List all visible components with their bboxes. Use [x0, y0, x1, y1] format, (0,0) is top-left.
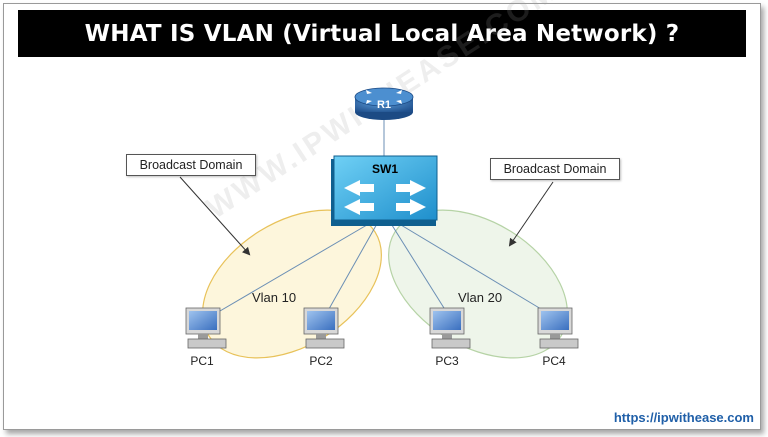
link-sw1-pc1: [207, 221, 373, 319]
pc-label-2: PC2: [309, 354, 333, 368]
callout-right-text: Broadcast Domain: [503, 162, 607, 176]
page-title: WHAT IS VLAN (Virtual Local Area Network…: [18, 10, 746, 57]
website-link[interactable]: https://ipwithease.com: [613, 410, 754, 425]
broadcast-domain-callout-left: Broadcast Domain: [126, 154, 256, 176]
callout-right-arrow: [508, 181, 554, 247]
pc-icon-4[interactable]: [537, 307, 579, 349]
switch-icon[interactable]: [331, 155, 438, 226]
switch-label: SW1: [371, 162, 399, 176]
callout-left-arrow: [179, 176, 251, 256]
network-links: [207, 118, 557, 319]
pc-icon-3[interactable]: [429, 307, 471, 349]
link-sw1-pc2: [324, 221, 379, 317]
callout-left-text: Broadcast Domain: [139, 158, 243, 172]
vlan-10-label: Vlan 10: [251, 290, 297, 305]
page-title-text: WHAT IS VLAN (Virtual Local Area Network…: [84, 20, 680, 47]
vlan-20-label: Vlan 20: [457, 290, 503, 305]
pc-icon-2[interactable]: [303, 307, 345, 349]
pc-label-1: PC1: [190, 354, 214, 368]
router-label: R1: [376, 99, 392, 111]
pc-label-4: PC4: [542, 354, 566, 368]
router-icon[interactable]: [354, 87, 414, 120]
pc-icon-1[interactable]: [185, 307, 227, 349]
link-sw1-pc4: [395, 221, 557, 319]
broadcast-domain-callout-right: Broadcast Domain: [490, 158, 620, 180]
link-sw1-pc3: [389, 221, 450, 317]
pc-label-3: PC3: [435, 354, 459, 368]
